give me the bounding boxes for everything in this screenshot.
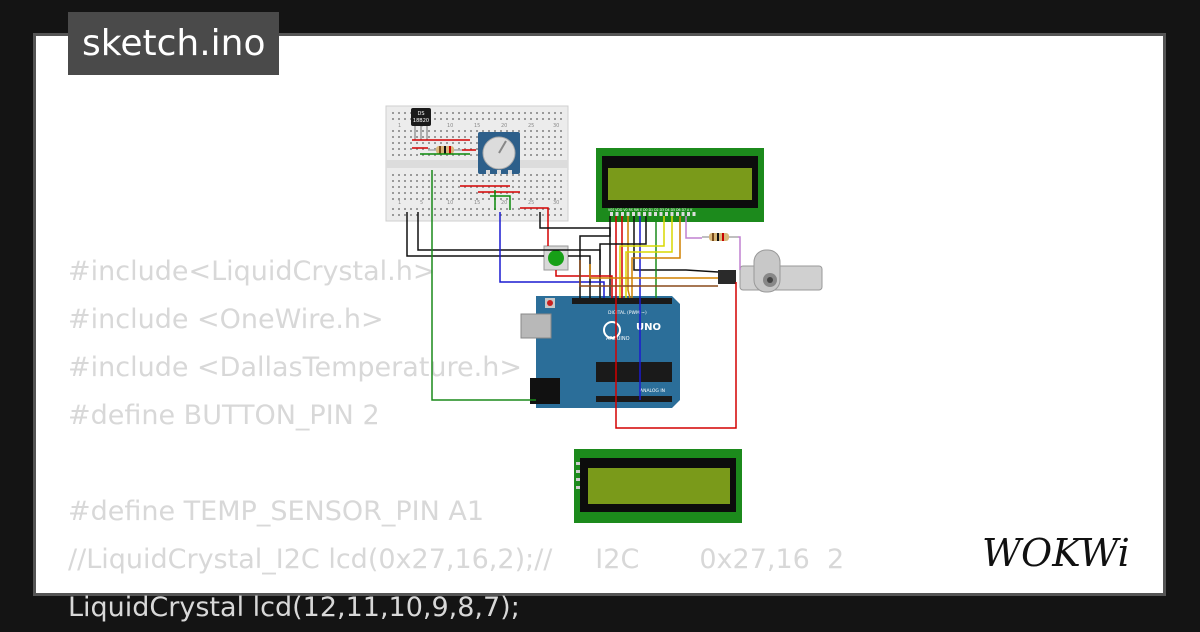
sensor-label-top: DS	[417, 111, 424, 117]
lcd-pin[interactable]	[676, 212, 679, 216]
lcd-pin[interactable]	[626, 212, 630, 216]
breadboard-number: 5	[420, 200, 423, 206]
lcd-pin[interactable]	[643, 212, 646, 216]
code-preview: #include<LiquidCrystal.h> #include <OneWi…	[68, 248, 844, 632]
breadboard-number: 20	[501, 123, 507, 129]
breadboard[interactable]: 115510101515202025253030	[385, 105, 569, 222]
arduino-brand-label: UNO	[636, 322, 661, 333]
code-line: #include<LiquidCrystal.h>	[68, 256, 436, 287]
potentiometer[interactable]	[478, 132, 520, 174]
breadboard-number: 15	[474, 123, 480, 129]
code-line: #define BUTTON_PIN 2	[68, 400, 380, 431]
external-resistor[interactable]	[702, 233, 738, 241]
servo-motor[interactable]	[718, 249, 823, 293]
arduino-sub-label: ARDUINO	[606, 336, 630, 342]
lcd-pin[interactable]	[637, 212, 641, 216]
lcd-pin[interactable]	[648, 212, 652, 216]
file-tab[interactable]: sketch.ino	[68, 12, 280, 75]
lcd-pin-labels: VSS VDD V0 RS RW E D0 D1 D2 D3 D4 D5 D6 …	[608, 208, 693, 212]
lcd-pin[interactable]	[665, 212, 668, 216]
lcd-pin[interactable]	[681, 212, 685, 216]
arduino-uno[interactable]: UNO ARDUINO DIGITAL (PWM ~) ANALOG IN	[520, 296, 680, 408]
breadboard-number: 30	[553, 200, 559, 206]
breadboard-number: 15	[474, 200, 480, 206]
breadboard-number: 10	[447, 123, 453, 129]
breadboard-number: 25	[528, 123, 534, 129]
code-line: #include <OneWire.h>	[68, 304, 384, 335]
breadboard-number: 30	[553, 123, 559, 129]
breadboard-number: 1	[398, 123, 401, 129]
lcd-pin[interactable]	[621, 212, 624, 216]
breadboard-number: 1	[398, 200, 401, 206]
breadboard-number: 20	[501, 200, 507, 206]
lcd-pin[interactable]	[610, 212, 613, 216]
sensor-label-bottom: 18B20	[413, 118, 429, 124]
lcd-top[interactable]: VSS VDD V0 RS RW E D0 D1 D2 D3 D4 D5 D6 …	[596, 148, 764, 222]
lcd-pin[interactable]	[659, 212, 663, 216]
lcd-pin[interactable]	[615, 212, 619, 216]
wokwi-logo: WOKWi	[982, 531, 1130, 575]
lcd-pin[interactable]	[654, 212, 657, 216]
lcd-bottom[interactable]	[574, 449, 742, 523]
code-line: //LiquidCrystal_I2C lcd(0x27,16,2);// I2…	[68, 544, 845, 575]
arduino-analog-label: ANALOG IN	[640, 388, 665, 394]
lcd-pin[interactable]	[692, 212, 696, 216]
lcd-pin[interactable]	[632, 212, 635, 216]
lcd-pin[interactable]	[670, 212, 674, 216]
code-line: #define TEMP_SENSOR_PIN A1	[68, 496, 485, 527]
temperature-sensor[interactable]: DS 18B20	[411, 108, 431, 140]
code-line: LiquidCrystal lcd(12,11,10,9,8,7);	[68, 592, 520, 623]
wokwi-logo-text: WOKWi	[982, 531, 1130, 575]
breadboard-number: 25	[528, 200, 534, 206]
lcd-pin[interactable]	[687, 212, 690, 216]
code-line: #include <DallasTemperature.h>	[68, 352, 522, 383]
pullup-resistor[interactable]	[428, 146, 462, 154]
arduino-digital-label: DIGITAL (PWM ~)	[608, 310, 647, 316]
breadboard-number: 10	[447, 200, 453, 206]
